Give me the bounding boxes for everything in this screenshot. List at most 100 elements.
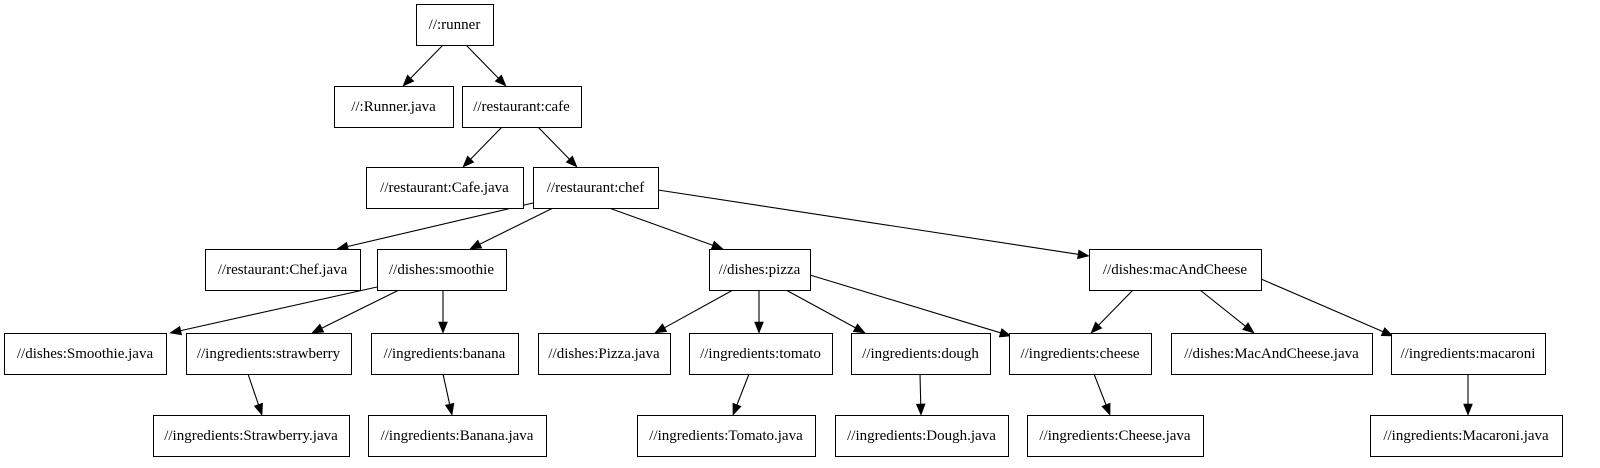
graph-node-dishes_smoothie[interactable]: //dishes:smoothie: [377, 249, 507, 291]
nodes-layer: //:runner //:Runner.java //restaurant:cafe…: [4, 4, 1563, 457]
graph-edge: [1463, 374, 1473, 416]
edge-line: [465, 44, 499, 79]
graph-edge: [809, 274, 1012, 338]
node-box[interactable]: [371, 333, 519, 375]
graph-edge: [169, 286, 378, 336]
node-label: //ingredients:Dough.java: [847, 428, 996, 444]
graph-edge: [402, 44, 444, 87]
graph-node-restaurant_chef[interactable]: //restaurant:chef: [533, 167, 659, 209]
graph-edge: [657, 189, 1090, 260]
edge-arrowhead: [1101, 402, 1111, 416]
graph-node-ing_cheese[interactable]: //ingredients:cheese: [1009, 333, 1152, 375]
node-label: //dishes:smoothie: [389, 262, 494, 278]
graph-node-chef_java[interactable]: //restaurant:Chef.java: [205, 249, 361, 291]
edge-line: [321, 289, 400, 329]
graph-edge: [462, 126, 503, 168]
node-box[interactable]: [835, 415, 1009, 457]
node-box[interactable]: [1391, 333, 1546, 375]
graph-node-runner[interactable]: //:runner: [416, 4, 494, 46]
edge-line: [180, 286, 378, 332]
edge-arrowhead: [462, 155, 475, 168]
graph-node-banana_java[interactable]: //ingredients:Banana.java: [368, 415, 547, 457]
node-box[interactable]: [1171, 333, 1373, 375]
graph-edge: [754, 290, 764, 334]
graph-node-runner_java[interactable]: //:Runner.java: [334, 86, 454, 128]
graph-node-tomato_java[interactable]: //ingredients:Tomato.java: [637, 415, 816, 457]
graph-node-ing_banana[interactable]: //ingredients:banana: [371, 333, 519, 375]
node-box[interactable]: [1370, 415, 1563, 457]
graph-node-ing_strawberry[interactable]: //ingredients:strawberry: [186, 333, 352, 375]
graph-edge: [1260, 278, 1394, 337]
graph-edge: [311, 289, 400, 334]
graph-node-cafe_java[interactable]: //restaurant:Cafe.java: [366, 167, 524, 209]
node-box[interactable]: [377, 249, 507, 291]
node-box[interactable]: [368, 415, 547, 457]
node-label: //restaurant:Cafe.java: [380, 180, 509, 196]
edge-arrowhead: [998, 328, 1012, 338]
node-box[interactable]: [709, 249, 811, 291]
node-box[interactable]: [1089, 249, 1262, 291]
edge-arrowhead: [1463, 403, 1473, 416]
node-box[interactable]: [637, 415, 816, 457]
node-box[interactable]: [462, 86, 582, 128]
node-label: //dishes:Smoothie.java: [17, 346, 154, 362]
node-label: //dishes:Pizza.java: [548, 346, 660, 362]
graph-node-pizza_java[interactable]: //dishes:Pizza.java: [538, 333, 671, 375]
node-label: //ingredients:macaroni: [1401, 346, 1536, 362]
graph-edge: [537, 126, 578, 168]
node-box[interactable]: [1009, 333, 1152, 375]
node-box[interactable]: [205, 249, 361, 291]
graph-node-dishes_macandcheese[interactable]: //dishes:macAndCheese: [1089, 249, 1262, 291]
edge-arrowhead: [732, 402, 742, 416]
node-box[interactable]: [538, 333, 671, 375]
edge-line: [919, 373, 922, 405]
node-box[interactable]: [1027, 415, 1204, 457]
edge-line: [1199, 289, 1246, 327]
node-label: //:Runner.java: [351, 99, 436, 115]
graph-node-dough_java[interactable]: //ingredients:Dough.java: [835, 415, 1009, 457]
node-label: //ingredients:Cheese.java: [1039, 428, 1191, 444]
node-box[interactable]: [416, 4, 494, 46]
node-box[interactable]: [4, 333, 167, 375]
node-label: //:runner: [429, 17, 481, 33]
edge-line: [247, 373, 259, 405]
edge-line: [809, 274, 1001, 334]
edge-arrowhead: [754, 321, 764, 334]
graph-node-strawberry_java[interactable]: //ingredients:Strawberry.java: [153, 415, 350, 457]
graph-node-cheese_java[interactable]: //ingredients:Cheese.java: [1027, 415, 1204, 457]
edge-line: [442, 373, 451, 405]
node-label: //dishes:macAndCheese: [1103, 262, 1247, 278]
node-box[interactable]: [186, 333, 352, 375]
graph-edge: [336, 202, 534, 252]
node-label: //ingredients:tomato: [700, 346, 821, 362]
graph-node-ing_tomato[interactable]: //ingredients:tomato: [689, 333, 833, 375]
node-box[interactable]: [851, 333, 991, 375]
node-box[interactable]: [366, 167, 524, 209]
edge-line: [1260, 278, 1384, 333]
edge-line: [785, 289, 856, 329]
graph-edge: [465, 44, 507, 87]
node-box[interactable]: [334, 86, 454, 128]
graph-node-macandcheese_java[interactable]: //dishes:MacAndCheese.java: [1171, 333, 1373, 375]
edges-layer: [169, 44, 1473, 416]
graph-node-ing_macaroni[interactable]: //ingredients:macaroni: [1391, 333, 1546, 375]
edge-line: [479, 207, 554, 245]
edge-arrowhead: [253, 402, 263, 416]
graph-edge: [654, 289, 734, 334]
node-label: //ingredients:Banana.java: [381, 428, 534, 444]
node-label: //restaurant:Chef.java: [218, 262, 348, 278]
node-box[interactable]: [153, 415, 350, 457]
edge-line: [608, 207, 713, 246]
node-label: //ingredients:Macaroni.java: [1383, 428, 1549, 444]
graph-node-smoothie_java[interactable]: //dishes:Smoothie.java: [4, 333, 167, 375]
graph-edge: [1093, 373, 1111, 416]
graph-node-macaroni_java[interactable]: //ingredients:Macaroni.java: [1370, 415, 1563, 457]
graph-edge: [247, 373, 263, 416]
graph-node-restaurant_cafe[interactable]: //restaurant:cafe: [462, 86, 582, 128]
edge-line: [470, 126, 503, 160]
node-box[interactable]: [689, 333, 833, 375]
node-label: //restaurant:cafe: [473, 99, 570, 115]
graph-node-ing_dough[interactable]: //ingredients:dough: [851, 333, 991, 375]
node-box[interactable]: [533, 167, 659, 209]
graph-node-dishes_pizza[interactable]: //dishes:pizza: [709, 249, 811, 291]
